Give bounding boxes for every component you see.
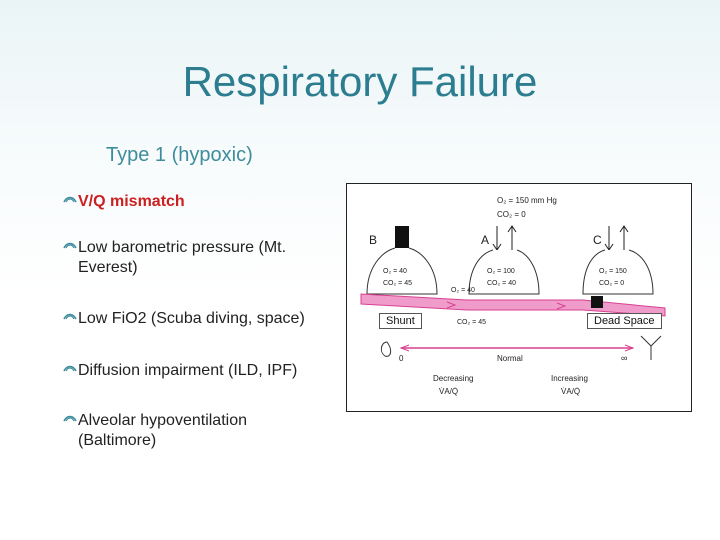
shunt-label: Shunt [379, 313, 422, 329]
axis-normal-label: Normal [497, 354, 523, 363]
bullet-icon [63, 242, 77, 249]
unit-b-label: B [369, 233, 377, 247]
unit-c-o2: O₂ = 150 [599, 268, 627, 275]
y-airway-icon [640, 335, 662, 360]
bullet-text: V/Q mismatch [78, 193, 185, 210]
venous-co2: CO₂ = 45 [457, 319, 486, 326]
unit-c-co2: CO₂ = 0 [599, 280, 624, 287]
flow-arrow-icon [446, 301, 457, 309]
bullet-diffusion: Diffusion impairment (ILD, IPF) [62, 361, 297, 381]
unit-a-label: A [481, 233, 489, 247]
bullet-text: Low barometric pressure (Mt. [78, 239, 287, 256]
axis-arrow-left-icon [399, 344, 410, 352]
axis-infinity-label: ∞ [621, 353, 627, 363]
inspired-o2-text: O₂ = 150 mm Hg [497, 196, 557, 205]
alveolar-unit-b: O₂ = 40 CO₂ = 45 [366, 226, 438, 295]
bullet-text: Low FiO2 (Scuba diving, space) [78, 310, 305, 327]
alveolar-unit-c: O₂ = 150 CO₂ = 0 [582, 225, 654, 295]
vq-label-left: V̇A/Q̇ [439, 387, 458, 396]
slide-subtitle: Type 1 (hypoxic) [106, 144, 253, 166]
bullet-text-continued: (Baltimore) [78, 432, 157, 449]
increasing-label: Increasing [551, 374, 588, 383]
bullet-icon [63, 196, 77, 203]
capillary-block [591, 296, 603, 308]
unit-a-co2: CO₂ = 40 [487, 280, 516, 287]
inspired-co2-text: CO₂ = 0 [497, 210, 526, 219]
capillary-band [360, 293, 666, 317]
bullet-text: Alveolar hypoventilation [78, 412, 247, 429]
vq-label-right: V̇A/Q̇ [561, 387, 580, 396]
axis-zero-label: 0 [399, 354, 404, 363]
bullet-icon [63, 313, 77, 320]
unit-c-label: C [593, 233, 602, 247]
alveolar-unit-a: O₂ = 100 CO₂ = 40 [468, 225, 540, 295]
decreasing-label: Decreasing [433, 374, 473, 383]
bullet-icon [63, 415, 77, 422]
bullet-text: Diffusion impairment (ILD, IPF) [78, 362, 298, 379]
vq-diagram: O₂ = 150 mm Hg CO₂ = 0 B A C O₂ = 40 CO₂… [346, 183, 692, 412]
unit-a-o2: O₂ = 100 [487, 268, 515, 275]
vq-diagram-svg: O₂ = 150 mm Hg CO₂ = 0 B A C O₂ = 40 CO₂… [360, 196, 666, 396]
axis-arrow-right-icon [624, 344, 635, 352]
slide-title: Respiratory Failure [182, 58, 538, 105]
venous-o2: O₂ = 40 [451, 287, 475, 294]
flow-arrow-icon [556, 302, 567, 310]
bullet-text-continued: Everest) [78, 259, 138, 276]
bullet-icon [63, 365, 77, 372]
bullet-vq-mismatch: V/Q mismatch [62, 192, 185, 212]
unit-b-o2: O₂ = 40 [383, 268, 407, 275]
dead-space-label: Dead Space [587, 313, 662, 329]
bullet-low-barometric: Low barometric pressure (Mt. Everest) [62, 238, 286, 278]
bullet-low-fio2: Low FiO2 (Scuba diving, space) [62, 309, 305, 329]
drop-icon [380, 341, 392, 357]
unit-b-co2: CO₂ = 45 [383, 280, 412, 287]
bullet-hypoventilation: Alveolar hypoventilation (Baltimore) [62, 411, 247, 451]
